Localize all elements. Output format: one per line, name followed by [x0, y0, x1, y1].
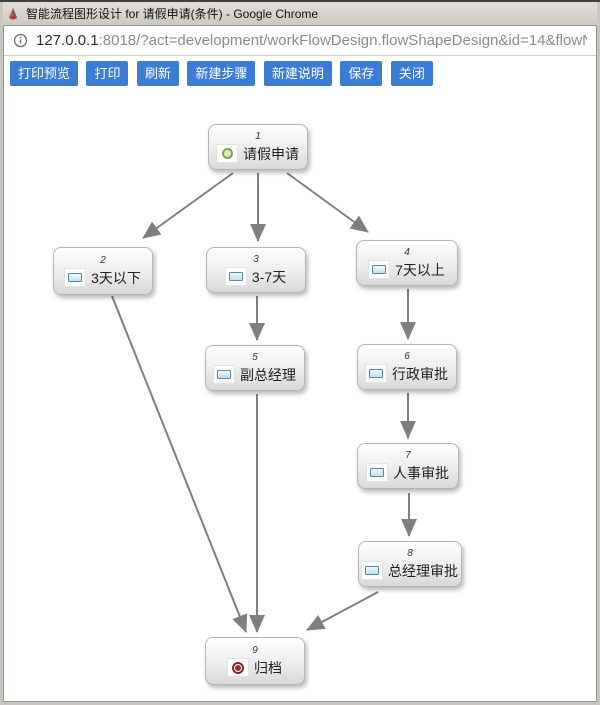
node-number: 6: [404, 350, 410, 362]
print-button[interactable]: 打印: [86, 61, 129, 86]
url-path: :8018/?act=development/workFlowDesign.fl…: [98, 32, 587, 49]
node-label: 副总经理: [240, 366, 296, 383]
new-note-button[interactable]: 新建说明: [263, 61, 332, 86]
node-number: 8: [407, 547, 413, 559]
new-step-button[interactable]: 新建步骤: [187, 61, 256, 86]
step-icon: [214, 366, 234, 383]
url-host: 127.0.0.1: [36, 32, 99, 49]
flow-node-7[interactable]: 7 人事审批: [357, 443, 459, 489]
node-number: 2: [100, 254, 106, 266]
window-titlebar: 智能流程图形设计 for 请假申请(条件) - Google Chrome: [3, 2, 597, 25]
app-logo-icon: [6, 7, 20, 21]
node-number: 3: [253, 253, 259, 265]
step-icon: [65, 269, 86, 286]
flow-node-4[interactable]: 4 7天以上: [356, 240, 458, 286]
node-number: 4: [404, 246, 410, 258]
end-icon: [228, 659, 248, 676]
node-label: 3-7天: [251, 268, 287, 285]
close-button[interactable]: 关闭: [390, 61, 433, 86]
flow-node-3[interactable]: 3 3-7天: [206, 247, 306, 293]
flow-node-5[interactable]: 5 副总经理: [205, 345, 305, 391]
node-label: 请假申请: [243, 145, 299, 162]
step-icon: [369, 261, 390, 278]
flow-node-6[interactable]: 6 行政审批: [357, 344, 457, 390]
flow-canvas[interactable]: [4, 92, 596, 701]
print-preview-button[interactable]: 打印预览: [10, 61, 79, 86]
flow-node-8[interactable]: 8 总经理审批: [358, 541, 462, 587]
refresh-button[interactable]: 刷新: [136, 61, 179, 86]
node-label: 7天以上: [395, 261, 445, 278]
node-number: 1: [255, 130, 261, 142]
node-label: 3天以下: [91, 269, 141, 286]
node-number: 9: [252, 644, 258, 656]
node-label: 归档: [254, 659, 282, 676]
start-icon: [217, 145, 237, 162]
flow-node-2[interactable]: 2 3天以下: [53, 247, 153, 295]
node-label: 总经理审批: [388, 562, 458, 579]
node-number: 5: [252, 351, 258, 363]
node-number: 7: [405, 449, 411, 461]
node-label: 人事审批: [393, 464, 449, 481]
step-icon: [225, 268, 246, 285]
node-label: 行政审批: [392, 365, 448, 382]
step-icon: [366, 365, 386, 382]
flow-node-9[interactable]: 9 归档: [205, 637, 305, 685]
flow-designer-toolbar: 打印预览 打印 刷新 新建步骤 新建说明 保存 关闭: [4, 56, 596, 92]
info-icon[interactable]: [13, 33, 28, 48]
save-button[interactable]: 保存: [340, 61, 383, 86]
url-text[interactable]: 127.0.0.1:8018/?act=development/workFlow…: [36, 32, 587, 49]
step-icon: [367, 464, 387, 481]
window-title: 智能流程图形设计 for 请假申请(条件) - Google Chrome: [26, 7, 319, 21]
address-bar[interactable]: 127.0.0.1:8018/?act=development/workFlow…: [4, 26, 596, 56]
flow-node-1[interactable]: 1 请假申请: [208, 124, 308, 170]
step-icon: [362, 562, 382, 579]
